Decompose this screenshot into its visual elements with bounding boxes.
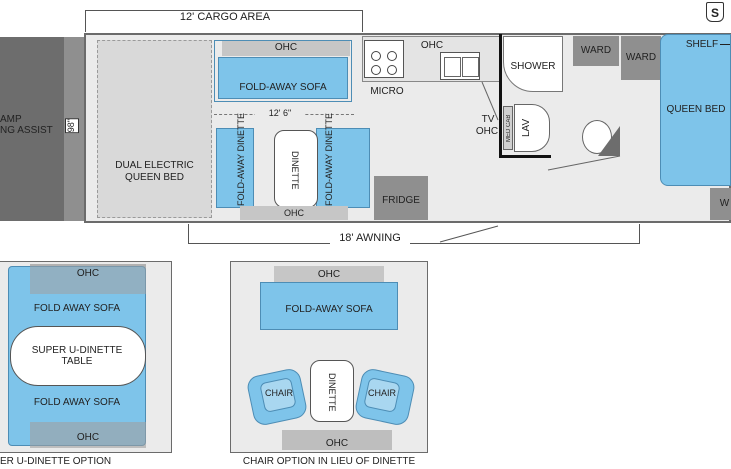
- fold-away-sofa-label: FOLD-AWAY SOFA: [239, 82, 327, 93]
- fridge-label: FRIDGE: [382, 195, 420, 206]
- chair-option-dinette-table: [310, 360, 354, 422]
- tv-label-2: OHC: [475, 126, 499, 137]
- ohc-kitchen-label: OHC: [420, 40, 444, 51]
- u-dinette-table-label-1: SUPER U-DINETTE: [31, 345, 123, 356]
- u-dinette-table-label-2: TABLE: [61, 356, 93, 367]
- dual-bed-label-2: QUEEN BED: [125, 172, 184, 183]
- cargo-floor: [97, 40, 212, 218]
- ohc-top: [222, 40, 350, 56]
- ramp-door: [0, 37, 64, 221]
- burner-icon: [371, 65, 381, 75]
- chair-option-caption: CHAIR OPTION IN LIEU OF DINETTE: [242, 456, 416, 467]
- ohc-top-label: OHC: [274, 42, 298, 53]
- burner-icon: [387, 65, 397, 75]
- micro-label: MICRO: [370, 86, 404, 97]
- w-cut-label: W: [719, 198, 730, 209]
- shower: [503, 36, 563, 92]
- tv-label-1: TV: [481, 114, 495, 125]
- chair-ohc-bottom: [282, 430, 392, 450]
- shower-label: SHOWER: [510, 61, 556, 72]
- u-dinette-sofa-bottom-label: FOLD AWAY SOFA: [33, 397, 121, 408]
- bath-door-swing: [547, 126, 621, 171]
- fold-away-dinette-label-left: FOLD-AWAY DINETTE: [236, 112, 246, 206]
- fridge: [374, 176, 428, 220]
- dimension-12-6-label: 12' 6": [255, 108, 305, 119]
- awning-label: 18' AWNING: [330, 233, 410, 244]
- stove: [364, 40, 404, 78]
- chair-option-dinette-label: DINETTE: [327, 372, 337, 412]
- shelf-label: SHELF: [685, 39, 719, 50]
- u-dinette-sofa-top-label: FOLD AWAY SOFA: [33, 303, 121, 314]
- wardrobe-1: [573, 36, 619, 66]
- dinette-seat-left: [216, 128, 254, 208]
- ohc-bottom: [240, 206, 348, 220]
- ward-label-2: WARD: [625, 52, 657, 63]
- u-dinette-ohc-overlay: [30, 264, 146, 294]
- sink-basin: [444, 57, 461, 77]
- bath-wall: [499, 34, 502, 158]
- wardrobe-cut: [710, 188, 731, 220]
- chair-ohc-top-label: OHC: [317, 269, 341, 280]
- fold-away-sofa-cushion: [218, 57, 348, 99]
- chair-option-sofa: [260, 282, 398, 330]
- ward-label-1: WARD: [580, 45, 612, 56]
- chair-option-sofa-label: FOLD-AWAY SOFA: [285, 304, 373, 315]
- awning-pointer: [439, 225, 499, 243]
- sink-basin: [462, 57, 479, 77]
- wardrobe-2: [621, 36, 661, 80]
- chair-ohc-bottom-label: OHC: [325, 438, 349, 449]
- u-dinette-table: [10, 326, 146, 386]
- chair-ohc-top: [274, 266, 384, 282]
- ramp-label-2: NG ASSIST: [0, 125, 53, 136]
- sink: [440, 52, 480, 80]
- dinette-label: DINETTE: [290, 150, 300, 190]
- ramp-label-1: AMP: [0, 114, 22, 125]
- burner-icon: [387, 51, 397, 61]
- chair-right-label: CHAIR: [367, 388, 396, 398]
- fold-away-sofa: [214, 40, 352, 102]
- ohc-bottom-label: OHC: [284, 208, 304, 218]
- med-cab-label: MED CAB: [506, 114, 512, 142]
- ramp-width-label: 98": [65, 118, 79, 134]
- lav: [514, 104, 550, 152]
- burner-icon: [371, 51, 381, 61]
- u-dinette-ohc-bottom-label: OHC: [76, 432, 100, 443]
- dual-bed-label-1: DUAL ELECTRIC: [115, 160, 194, 171]
- fold-away-dinette-label-right: FOLD-AWAY DINETTE: [324, 112, 334, 206]
- u-dinette-ohc-bottom: [30, 422, 146, 448]
- shelf-line: [720, 44, 730, 45]
- awning-bracket: [188, 224, 640, 244]
- queen-bed: [660, 34, 731, 186]
- u-dinette-caption: ER U-DINETTE OPTION: [0, 456, 112, 467]
- counter-angle: [481, 81, 499, 121]
- u-dinette-ohc-top-label: OHC: [76, 268, 100, 279]
- cargo-area-bracket: [85, 10, 363, 32]
- chair-left-label: CHAIR: [264, 388, 293, 398]
- med-cab: [503, 106, 513, 150]
- lav-label: LAV: [521, 118, 532, 138]
- queen-bed-label: QUEEN BED: [666, 104, 726, 115]
- model-badge: S: [706, 2, 724, 22]
- cargo-area-label: 12' CARGO AREA: [179, 11, 271, 23]
- bath-wall-bottom: [499, 155, 551, 158]
